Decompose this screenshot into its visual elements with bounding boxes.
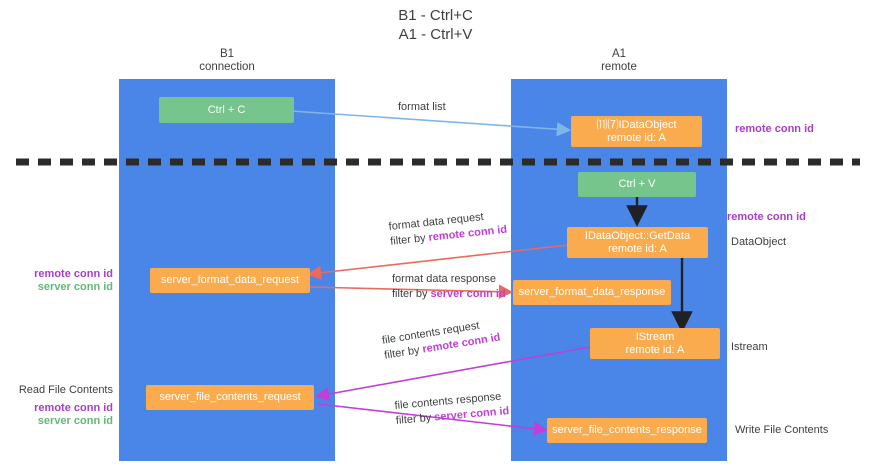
annotation-read-file-contents: Read File Contents	[18, 384, 113, 396]
arrow-format-list	[275, 109, 572, 137]
filter-prefix: filter by	[395, 411, 435, 427]
annotation-left-server-conn-id: server conn id	[37, 281, 113, 293]
arrow-file-contents-response	[317, 403, 549, 436]
node-istream-sub: remote id: A	[625, 343, 685, 356]
edge-label-format-data-response: format data response filter by server co…	[392, 272, 506, 302]
edge-label-format-data-response-main: format data response	[392, 273, 496, 285]
node-server-file-contents-request[interactable]: server_file_contents_request	[146, 385, 314, 410]
arrow-file-contents-request	[314, 346, 591, 402]
annotation-remote-conn-id-top: remote conn id	[735, 123, 814, 135]
node-server-format-data-request[interactable]: server_format_data_request	[150, 268, 310, 293]
node-getdata-sub: remote id: A	[608, 242, 667, 255]
node-server-format-data-response-label: server_format_data_response	[518, 286, 666, 298]
node-istream[interactable]: IStream remote id: A	[590, 328, 720, 359]
annotation-dataobject: DataObject	[731, 236, 787, 248]
column-header-b1-role: connection	[199, 61, 255, 73]
column-header-b1: B1 connection	[119, 48, 335, 74]
column-header-a1-name: A1	[611, 48, 627, 60]
node-ctrl-c[interactable]: Ctrl + C	[159, 97, 294, 123]
node-server-file-contents-request-label: server_file_contents_request	[159, 391, 301, 403]
node-server-format-data-request-label: server_format_data_request	[160, 274, 300, 286]
node-server-format-data-response[interactable]: server_format_data_response	[513, 280, 671, 305]
title-line-1: B1 - Ctrl+C	[398, 7, 473, 24]
node-ctrl-v[interactable]: Ctrl + V	[578, 172, 696, 197]
node-server-file-contents-response[interactable]: server_file_contents_response	[547, 418, 707, 443]
node-ctrl-c-label: Ctrl + C	[207, 103, 246, 116]
annotation-remote-conn-id-mid: remote conn id	[727, 211, 806, 223]
node-ctrl-v-label: Ctrl + V	[618, 178, 656, 190]
edge-label-format-list: format list	[398, 101, 446, 113]
annotation-left-remote-conn-id-2: remote conn id	[34, 402, 113, 414]
arrow-format-data-request	[306, 244, 569, 280]
title-line-2: A1 - Ctrl+V	[398, 26, 473, 43]
column-header-b1-name: B1	[219, 48, 235, 60]
node-istream-label: IStream	[635, 330, 675, 343]
node-idataobject-sub: remote id: A	[607, 131, 666, 144]
node-idataobject[interactable]: ⑾⑺IDataObject remote id: A	[571, 116, 702, 147]
filter-key-server-conn-id: server conn id	[430, 288, 506, 300]
column-header-a1: A1 remote	[511, 48, 727, 74]
annotation-left-server-conn-id-2: server conn id	[37, 415, 113, 427]
node-server-file-contents-response-label: server_file_contents_response	[552, 424, 702, 436]
node-getdata[interactable]: IDataObject::GetData remote id: A	[567, 227, 708, 258]
node-idataobject-label: ⑾⑺IDataObject	[596, 118, 677, 131]
node-getdata-label: IDataObject::GetData	[584, 229, 691, 242]
annotation-istream: Istream	[731, 341, 768, 353]
arrow-format-data-response	[309, 284, 514, 299]
annotation-write-file-contents: Write File Contents	[735, 424, 829, 436]
annotation-left-remote-conn-id: remote conn id	[34, 268, 113, 280]
filter-prefix: filter by	[389, 231, 430, 248]
edge-label-format-data-response-filter: filter by server conn id	[392, 287, 506, 302]
column-header-a1-role: remote	[601, 61, 637, 73]
page-title: B1 - Ctrl+C A1 - Ctrl+V	[0, 6, 871, 44]
filter-prefix: filter by	[392, 288, 431, 300]
